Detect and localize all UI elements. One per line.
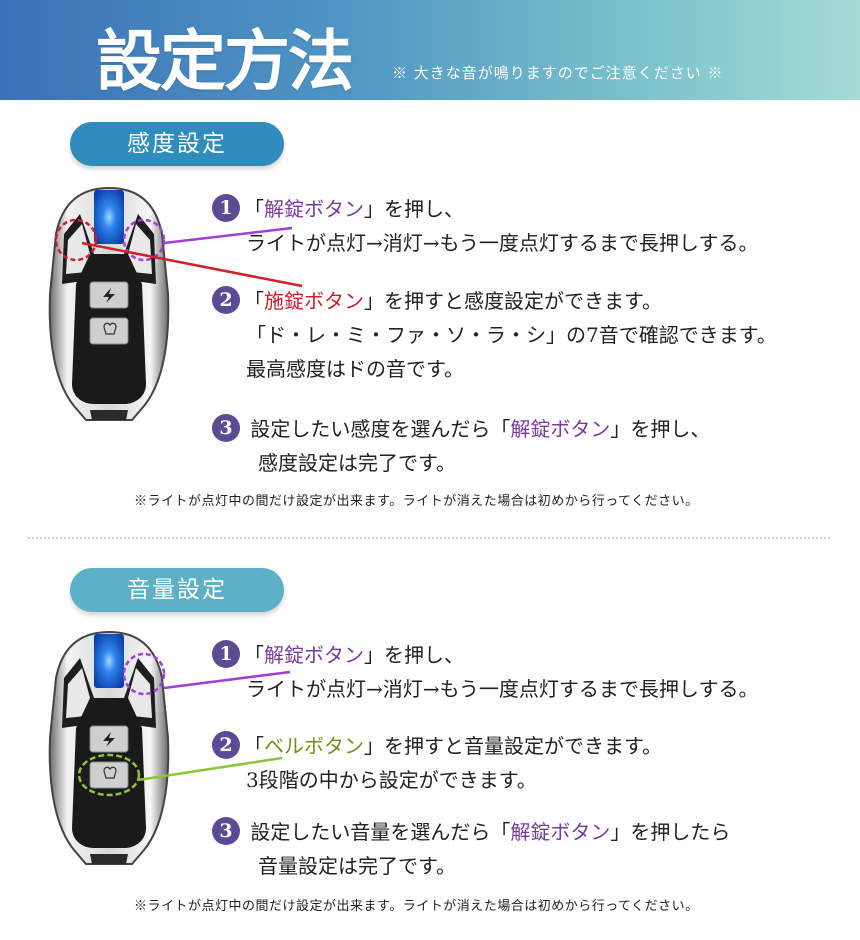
section-title-volume: 音量設定 xyxy=(70,568,284,612)
step-text: 」を押したら xyxy=(610,820,731,844)
step-number-badge: 3 xyxy=(212,414,240,442)
step-text: ライトが点灯→消灯→もう一度点灯するまで長押しする。 xyxy=(246,231,759,255)
step-text: 最高感度はドの音です。 xyxy=(246,357,464,381)
remote-illustration xyxy=(48,630,170,865)
sensitivity-step-1: 1「解錠ボタン」を押し、 ライトが点灯→消灯→もう一度点灯するまで長押しする。 xyxy=(212,192,759,260)
section-divider xyxy=(28,537,830,539)
step-number-badge: 2 xyxy=(212,286,240,314)
unlock-button-label: 解錠ボタン xyxy=(510,820,611,844)
step-text: 「ド・レ・ミ・ファ・ソ・ラ・シ」の7音で確認できます。 xyxy=(246,323,777,347)
remote-image-volume xyxy=(44,628,174,868)
sensitivity-step-2: 2「施錠ボタン」を押すと感度設定ができます。 「ド・レ・ミ・ファ・ソ・ラ・シ」の… xyxy=(212,284,777,386)
step-number-badge: 1 xyxy=(212,194,240,222)
step-text: 」を押し、 xyxy=(364,643,464,667)
step-text: 設定したい感度を選んだら「 xyxy=(250,417,511,441)
step-text: 」を押すと感度設定ができます。 xyxy=(364,289,662,313)
page-title: 設定方法 xyxy=(96,22,354,100)
step-text: 3段階の中から設定ができます。 xyxy=(246,768,537,792)
sensitivity-step-3: 3 設定したい感度を選んだら「解錠ボタン」を押し、 感度設定は完了です。 xyxy=(212,412,710,480)
remote-image-sensitivity xyxy=(44,184,174,424)
step-text: 「 xyxy=(244,643,264,667)
bell-button-label: ベルボタン xyxy=(264,734,364,758)
sensitivity-footnote: ※ライトが点灯中の間だけ設定が出来ます。ライトが消えた場合は初めから行ってくださ… xyxy=(134,494,699,509)
step-text: 「 xyxy=(244,289,264,313)
step-text: 音量設定は完了です。 xyxy=(258,854,456,878)
step-number-badge: 3 xyxy=(212,817,240,845)
unlock-button-label: 解錠ボタン xyxy=(264,197,364,221)
step-number-badge: 1 xyxy=(212,640,240,668)
caution-note: ※ 大きな音が鳴りますのでご注意ください ※ xyxy=(392,64,724,82)
step-text: 感度設定は完了です。 xyxy=(258,451,456,475)
section-title-sensitivity: 感度設定 xyxy=(70,122,284,166)
unlock-button-label: 解錠ボタン xyxy=(264,643,364,667)
remote-illustration xyxy=(48,186,170,421)
volume-step-3: 3 設定したい音量を選んだら「解錠ボタン」を押したら 音量設定は完了です。 xyxy=(212,815,730,883)
step-text: ライトが点灯→消灯→もう一度点灯するまで長押しする。 xyxy=(246,677,759,701)
step-text: 」を押すと音量設定ができます。 xyxy=(364,734,662,758)
lock-button-label: 施錠ボタン xyxy=(264,289,364,313)
page-header: 設定方法 ※ 大きな音が鳴りますのでご注意ください ※ xyxy=(0,0,860,100)
volume-footnote: ※ライトが点灯中の間だけ設定が出来ます。ライトが消えた場合は初めから行ってくださ… xyxy=(134,899,699,914)
step-text: 設定したい音量を選んだら「 xyxy=(250,820,511,844)
step-text: 「 xyxy=(244,734,264,758)
step-text: 」を押し、 xyxy=(610,417,711,441)
step-text: 」を押し、 xyxy=(364,197,464,221)
volume-step-1: 1「解錠ボタン」を押し、 ライトが点灯→消灯→もう一度点灯するまで長押しする。 xyxy=(212,638,759,706)
step-number-badge: 2 xyxy=(212,731,240,759)
step-text: 「 xyxy=(244,197,264,221)
unlock-button-label: 解錠ボタン xyxy=(510,417,611,441)
volume-step-2: 2「ベルボタン」を押すと音量設定ができます。 3段階の中から設定ができます。 xyxy=(212,729,662,797)
